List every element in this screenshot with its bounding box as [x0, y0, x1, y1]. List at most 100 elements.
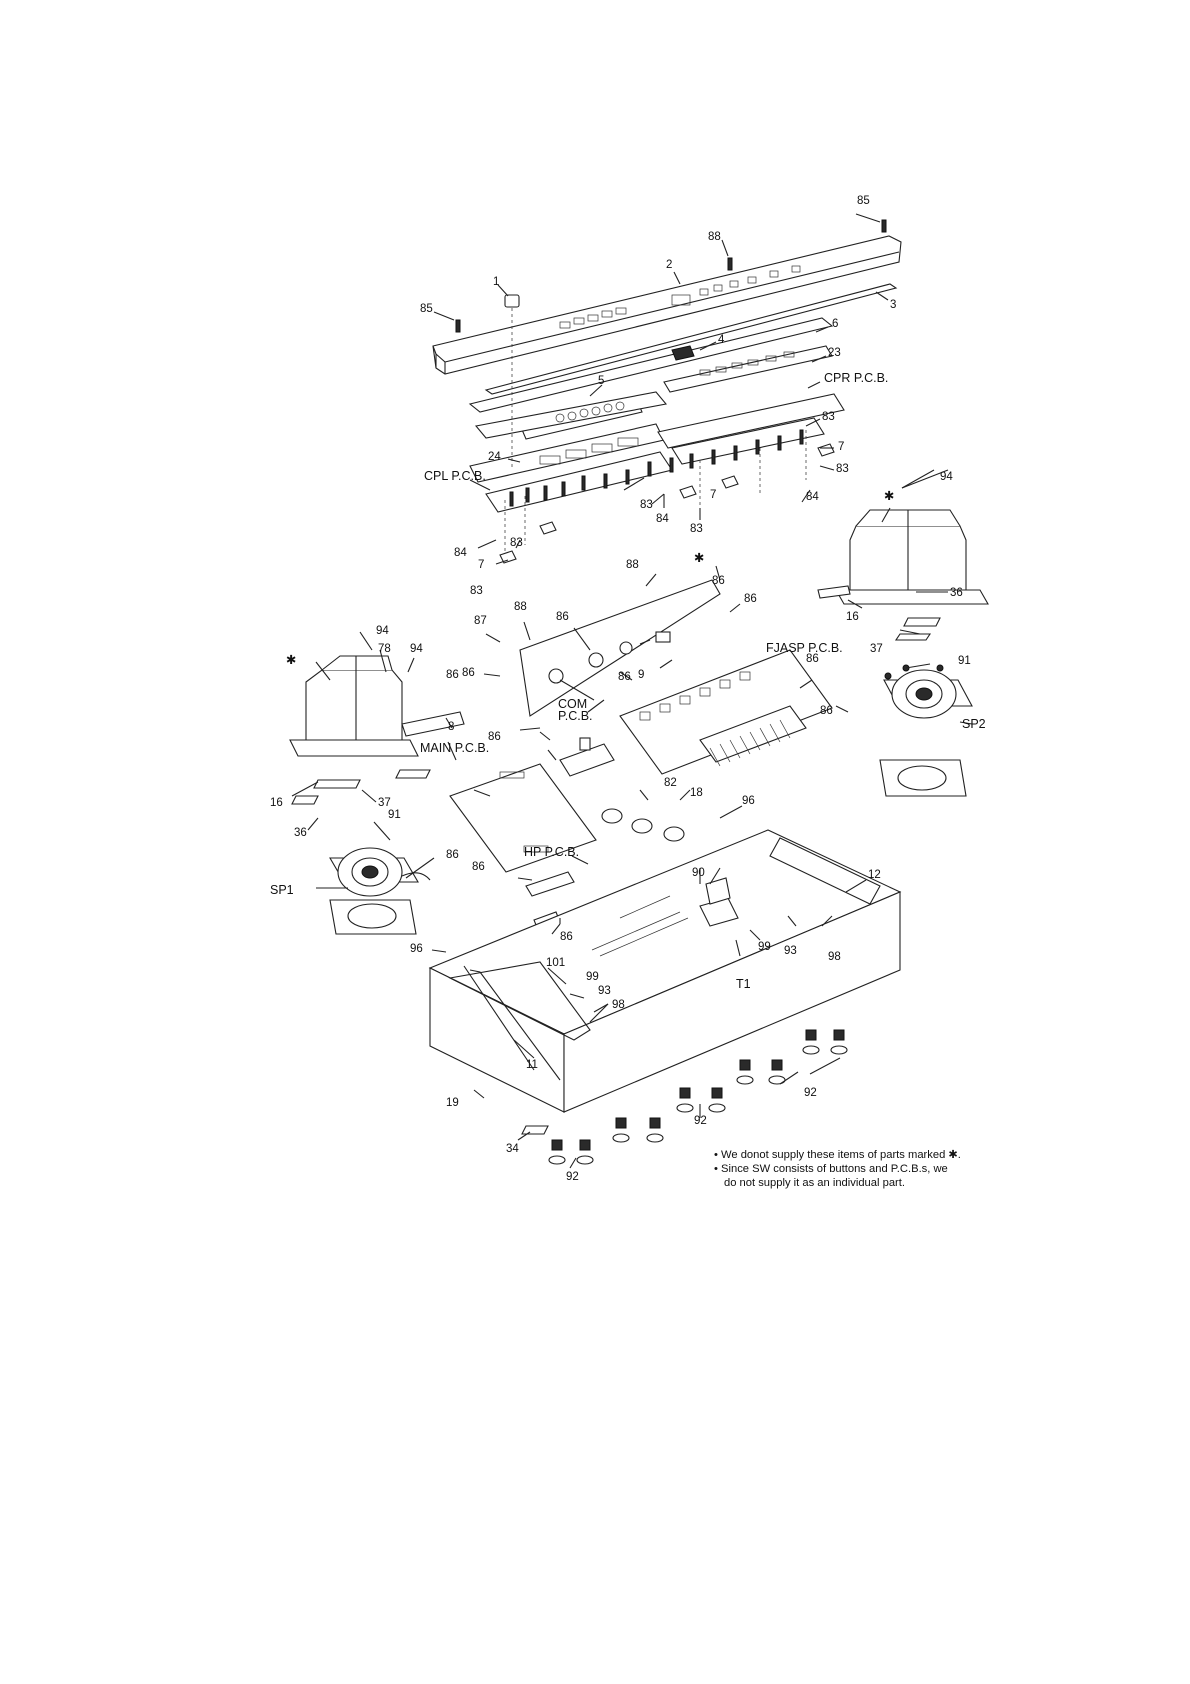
callout-label: 84 — [806, 491, 819, 503]
left-speaker-box — [289, 655, 465, 805]
callout-label: 92 — [566, 1171, 579, 1183]
cabinet-part-19 — [428, 829, 902, 1113]
knob-part-1 — [504, 294, 520, 308]
callout-label: 7 — [478, 559, 484, 571]
note-line: • We donot supply these items of parts m… — [714, 1149, 961, 1161]
callout-label: 8 — [448, 721, 454, 733]
callout-label: 86 — [446, 669, 459, 681]
fjasp-pcb — [619, 649, 833, 775]
rear-jack-panel — [519, 579, 721, 717]
sw-board-part-23 — [663, 345, 833, 393]
sp2-label: SP2 — [962, 717, 986, 731]
callout-label: 34 — [506, 1143, 519, 1155]
callout-label: 36 — [950, 587, 963, 599]
callout-label: 86 — [712, 575, 725, 587]
com-pcb — [559, 737, 615, 777]
callout-label: 18 — [690, 787, 703, 799]
callout-label: 9 — [638, 669, 644, 681]
callout-label: 98 — [612, 999, 625, 1011]
callout-label: 85 — [420, 303, 433, 315]
callout-label: 88 — [626, 559, 639, 571]
callout-label: 93 — [598, 985, 611, 997]
com-pcb-label: P.C.B. — [558, 709, 593, 723]
callout-label: 16 — [270, 797, 283, 809]
callout-label: 101 — [546, 957, 565, 969]
transformer-t1 — [699, 877, 739, 927]
feet-part-92 — [548, 1029, 848, 1165]
parts-notes: • We donot supply these items of parts m… — [714, 1148, 1014, 1190]
callout-label: 94 — [940, 471, 953, 483]
cpl-pcb-label: CPL P.C.B. — [424, 469, 486, 483]
callout-label: 83 — [836, 463, 849, 475]
asterisk-mark: ✱ — [884, 489, 894, 503]
callout-label: 94 — [410, 643, 423, 655]
callout-label: 4 — [718, 334, 725, 346]
callout-label: 86 — [462, 667, 475, 679]
callout-label: 84 — [454, 547, 467, 559]
callout-labels: 85 88 2 3 1 85 6 4 23 5 CPR P.C.B. 83 7 … — [270, 195, 986, 1183]
callout-label: 96 — [742, 795, 755, 807]
speaker-sp2 — [879, 664, 973, 797]
fjasp-pcb-label: FJASP P.C.B. — [766, 641, 843, 655]
callout-label: 96 — [410, 943, 423, 955]
callout-label: 99 — [758, 941, 771, 953]
callout-label: 85 — [857, 195, 870, 207]
callout-label: 24 — [488, 451, 501, 463]
callout-label: 5 — [598, 375, 604, 387]
callout-label: 93 — [784, 945, 797, 957]
hp-pcb-label: HP P.C.B. — [524, 845, 579, 859]
callout-label: 86 — [556, 611, 569, 623]
main-pcb — [449, 763, 597, 873]
part-34 — [521, 1125, 549, 1135]
callout-label: 37 — [870, 643, 883, 655]
callout-label: 36 — [294, 827, 307, 839]
top-panel-part-2 — [432, 235, 902, 375]
callout-label: 86 — [560, 931, 573, 943]
callout-label: 90 — [692, 867, 705, 879]
callout-label: 12 — [868, 869, 881, 881]
right-speaker-box — [817, 509, 989, 641]
callout-label: 11 — [526, 1059, 538, 1071]
callout-label: 86 — [618, 671, 631, 683]
callout-label: 98 — [828, 951, 841, 963]
callout-label: 91 — [388, 809, 401, 821]
callout-label: 87 — [474, 615, 487, 627]
sp1-label: SP1 — [270, 883, 294, 897]
callout-label: 82 — [664, 777, 677, 789]
callout-label: 3 — [890, 299, 896, 311]
callout-label: 83 — [822, 411, 835, 423]
callout-label: 16 — [846, 611, 859, 623]
leader-lines — [291, 213, 973, 1169]
callout-label: 1 — [493, 276, 499, 288]
panel-part-6 — [468, 317, 834, 413]
callout-label: 83 — [640, 499, 653, 511]
part-4-block — [671, 345, 695, 361]
cpr-pcb — [657, 393, 845, 510]
callout-label: 92 — [694, 1115, 707, 1127]
callout-label: 84 — [656, 513, 669, 525]
callout-label: 94 — [376, 625, 389, 637]
main-pcb-label: MAIN P.C.B. — [420, 741, 489, 755]
callout-label: 86 — [488, 731, 501, 743]
screws-cpl — [499, 429, 835, 564]
callout-label: 86 — [806, 653, 819, 665]
cpr-pcb-label: CPR P.C.B. — [824, 371, 888, 385]
note-line: • Since SW consists of buttons and P.C.B… — [714, 1163, 948, 1175]
speaker-sp1 — [329, 847, 431, 935]
callout-label: 19 — [446, 1097, 459, 1109]
cpl-pcb — [469, 423, 673, 560]
knobs-82-18 — [601, 808, 685, 842]
sw-board-part-5 — [474, 391, 668, 440]
callout-label: 86 — [446, 849, 459, 861]
callout-label: 88 — [514, 601, 527, 613]
callout-label: 86 — [744, 593, 757, 605]
note-line: do not supply it as an individual part. — [724, 1177, 905, 1189]
callout-label: 37 — [378, 797, 391, 809]
callout-label: 91 — [958, 655, 971, 667]
callout-label: 99 — [586, 971, 599, 983]
callout-label: 86 — [472, 861, 485, 873]
callout-label: 6 — [832, 318, 838, 330]
com-pcb-label: COM — [558, 697, 587, 711]
callout-label: 92 — [804, 1087, 817, 1099]
